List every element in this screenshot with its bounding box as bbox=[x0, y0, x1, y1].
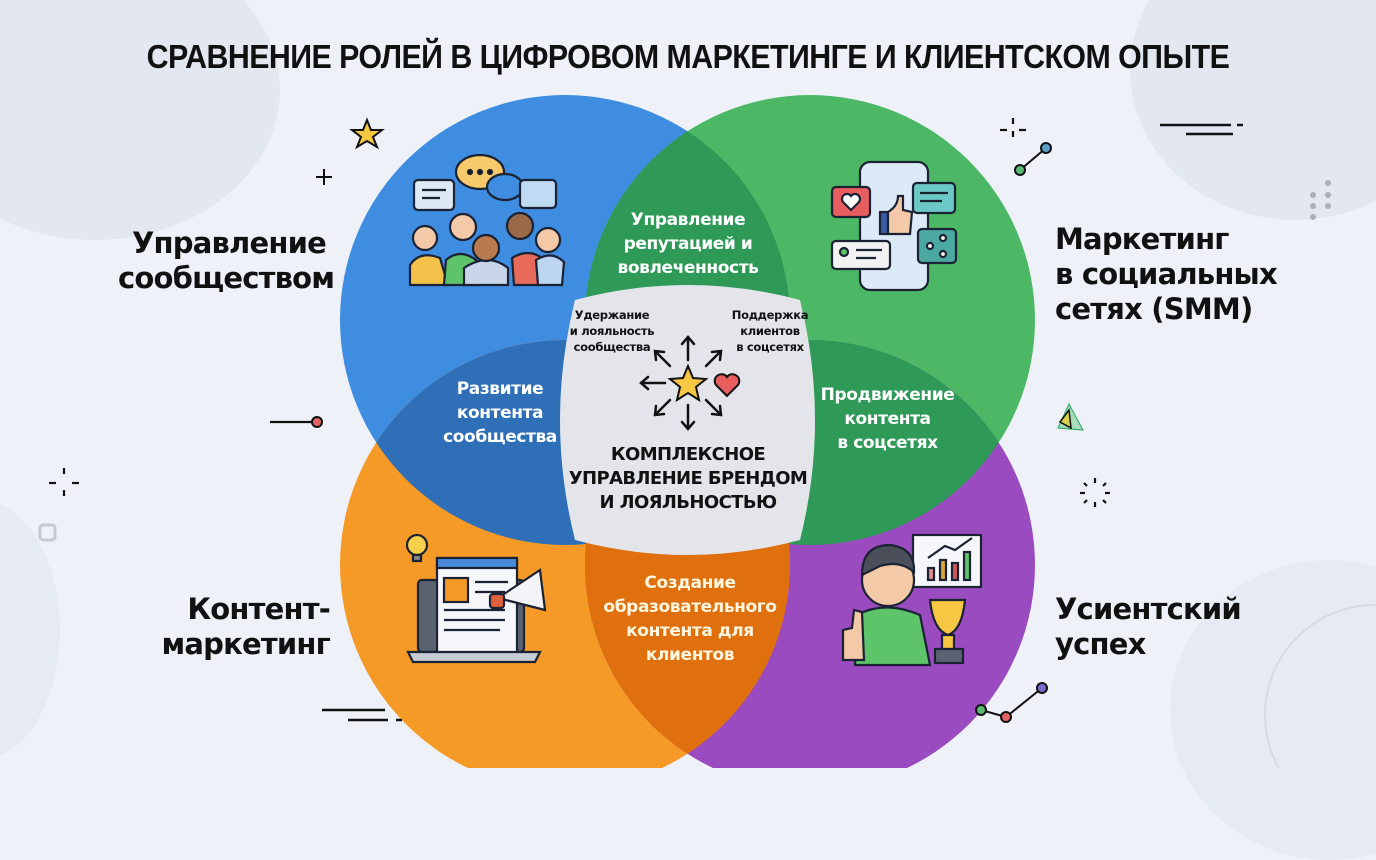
laptop-megaphone-icon bbox=[405, 533, 547, 664]
center-note-right: Поддержка клиентов в соцсетях bbox=[731, 308, 809, 354]
arrows-radiating-icon bbox=[639, 335, 723, 431]
decor-lines-icon bbox=[322, 708, 402, 722]
decor-plus-icon bbox=[316, 169, 332, 185]
overlap-community-smm: Управление репутацией и вовлеченность bbox=[617, 210, 759, 278]
decor-ring bbox=[1264, 604, 1376, 768]
star-icon bbox=[667, 363, 709, 403]
overlap-content-success: Создание образовательного контента для к… bbox=[603, 573, 777, 665]
decor-star-icon bbox=[349, 117, 385, 150]
decor-pin-icon bbox=[270, 416, 323, 428]
decor-link-icon bbox=[1014, 142, 1052, 176]
page-title: СРАВНЕНИЕ РОЛЕЙ В ЦИФРОВОМ МАРКЕТИНГЕ И … bbox=[146, 38, 1230, 75]
community-discussion-icon bbox=[408, 153, 566, 287]
person-trophy-icon bbox=[841, 533, 983, 667]
heart-icon bbox=[713, 373, 741, 398]
center-note-left: Удержание и лояльность сообщества bbox=[569, 308, 655, 354]
role-label-smm: Маркетинг в социальных сетях (SMM) bbox=[1055, 222, 1278, 326]
overlap-community-content: Развитие контента сообщества bbox=[443, 379, 557, 447]
infographic: СРАВНЕНИЕ РОЛЕЙ В ЦИФРОВОМ МАРКЕТИНГЕ И … bbox=[0, 0, 1376, 768]
role-label-content: Контент- маркетинг bbox=[161, 592, 331, 661]
center-main-label: КОМПЛЕКСНОЕ УПРАВЛЕНИЕ БРЕНДОМ И ЛОЯЛЬНО… bbox=[568, 444, 808, 513]
overlap-smm-success: Продвижение контента в соцсетях bbox=[820, 385, 955, 453]
decor-burst-icon bbox=[1080, 478, 1110, 507]
decor-lines-icon bbox=[1160, 123, 1243, 136]
decor-square-icon bbox=[38, 523, 57, 542]
decor-dots-icon bbox=[1310, 180, 1331, 220]
role-label-success: Усиентский успех bbox=[1055, 592, 1242, 661]
decor-graph-icon bbox=[975, 682, 1048, 723]
smartphone-social-icon bbox=[830, 160, 958, 292]
decor-sparkle-icon bbox=[1000, 118, 1026, 137]
venn-diagram bbox=[38, 95, 1376, 768]
decor-sparkle-icon bbox=[49, 468, 79, 496]
role-label-community: Управление сообществом bbox=[118, 226, 335, 295]
